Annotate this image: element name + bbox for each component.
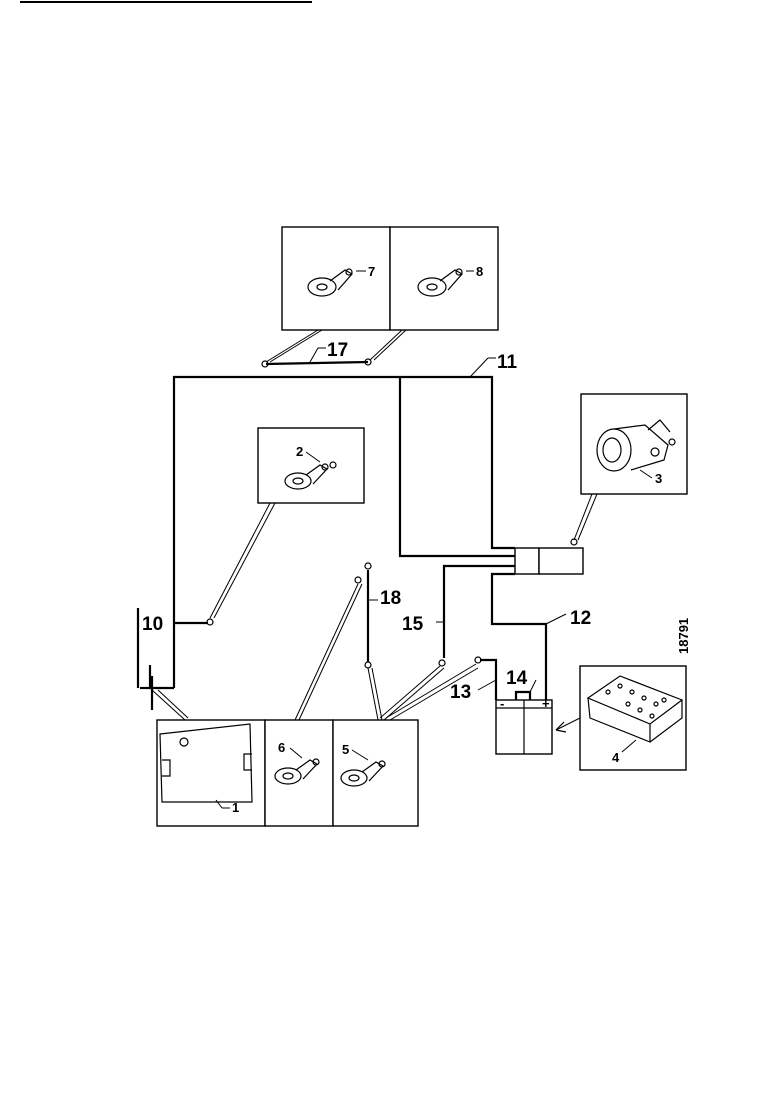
- wire-17: [265, 360, 369, 366]
- battery-plus: +: [542, 696, 550, 711]
- starter-motor-3-icon: [596, 419, 676, 472]
- inset-4: 4: [555, 665, 687, 771]
- inset-2: 2: [209, 427, 365, 619]
- label-11: 11: [497, 352, 518, 373]
- label-4: 4: [612, 750, 620, 765]
- battery-minus: -: [500, 696, 504, 711]
- wire-13: [480, 658, 498, 700]
- label-17: 17: [327, 340, 348, 361]
- label-1: 1: [232, 800, 239, 815]
- label-5: 5: [342, 742, 349, 757]
- ground-terminal-6-icon: [274, 758, 320, 785]
- inset-3: 3: [573, 393, 688, 541]
- wire-15: [442, 564, 515, 658]
- ground-terminal-8-icon: [417, 268, 463, 297]
- label-2: 2: [296, 444, 303, 459]
- label-7: 7: [368, 264, 375, 279]
- wire-11-inner: [398, 377, 515, 558]
- connector-block: [514, 538, 584, 575]
- battery-14: - + 14: [495, 668, 553, 755]
- label-18: 18: [380, 588, 401, 609]
- inset-bottom: 1 6 5: [156, 719, 419, 827]
- label-8: 8: [476, 264, 483, 279]
- label-13: 13: [450, 682, 471, 703]
- label-3: 3: [655, 471, 662, 486]
- ground-terminal-2-icon: [284, 461, 337, 490]
- label-6: 6: [278, 740, 285, 755]
- ground-terminal-5-icon: [340, 760, 386, 787]
- control-unit-1-icon: [159, 723, 253, 803]
- label-10: 10: [142, 614, 163, 635]
- ground-terminal-7-icon: [307, 268, 353, 297]
- label-14: 14: [506, 668, 528, 689]
- wire-12: [490, 572, 548, 700]
- inset-top: 7 8: [265, 226, 499, 363]
- fuse-box-4-icon: [586, 675, 684, 743]
- wire-10: [172, 375, 515, 688]
- label-15: 15: [402, 614, 424, 635]
- figure-number: 18791: [676, 618, 691, 654]
- label-12: 12: [570, 608, 591, 629]
